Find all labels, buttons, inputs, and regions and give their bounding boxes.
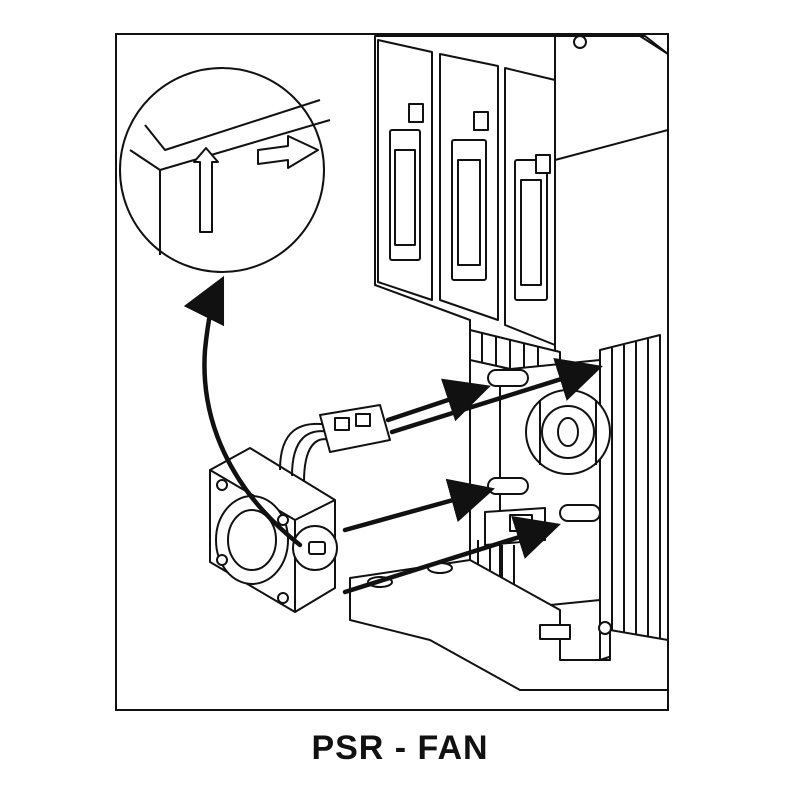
connector-arrow xyxy=(385,378,491,423)
terminal-column-2 xyxy=(439,53,499,321)
module-base xyxy=(349,559,668,691)
terminal-column-3 xyxy=(504,67,556,346)
relay-module xyxy=(349,35,668,691)
arrow-right-icon xyxy=(257,135,319,169)
detail-pointer-arrow xyxy=(183,275,303,548)
side-ribs xyxy=(599,334,661,661)
arrow-up-icon xyxy=(193,147,219,233)
connector-arrow-2 xyxy=(389,357,603,435)
fan-peg-arrow-2 xyxy=(342,516,561,595)
figure-caption: PSR - FAN xyxy=(311,729,489,767)
terminal-column-1 xyxy=(377,39,433,301)
fan-peg-arrow-1 xyxy=(342,478,496,533)
connector-plug-icon xyxy=(319,404,391,453)
fan-unit xyxy=(209,447,338,613)
magnified-detail xyxy=(119,67,331,273)
assembly-arrows xyxy=(183,275,603,595)
